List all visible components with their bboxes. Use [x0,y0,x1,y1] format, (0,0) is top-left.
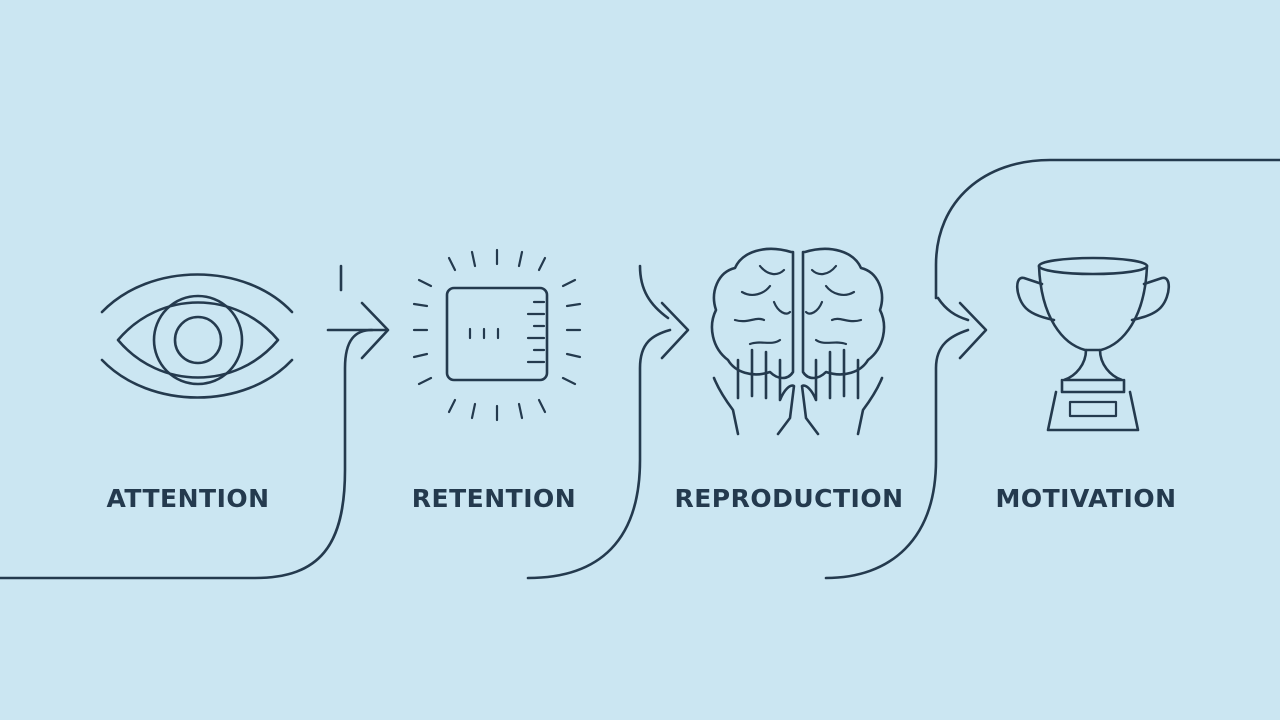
connector-motivation-top [934,158,1280,300]
connector-attention-retention [0,328,374,580]
connector-retention-reproduction [526,328,672,580]
trophy-icon [1015,256,1171,432]
brain-hands-icon [710,247,886,436]
connectors [0,158,1280,580]
arrow-right-icon [660,301,690,360]
stage-labels: ATTENTION RETENTION REPRODUCTION MOTIVAT… [106,484,1176,513]
eye-icon [100,273,294,399]
stage-label-reproduction: REPRODUCTION [674,484,903,513]
stage-label-retention: RETENTION [412,484,576,513]
stage-label-attention: ATTENTION [106,484,269,513]
stage-label-motivation: MOTIVATION [995,484,1176,513]
arrow-ticks [339,264,970,322]
connector-reproduction-motivation [824,328,970,580]
tick-mark-3 [936,296,970,322]
tick-mark-2 [638,264,670,320]
memory-chip-icon [412,248,582,422]
arrow-right-icon [326,301,390,360]
arrows [326,301,988,360]
arrow-right-icon [958,301,988,360]
